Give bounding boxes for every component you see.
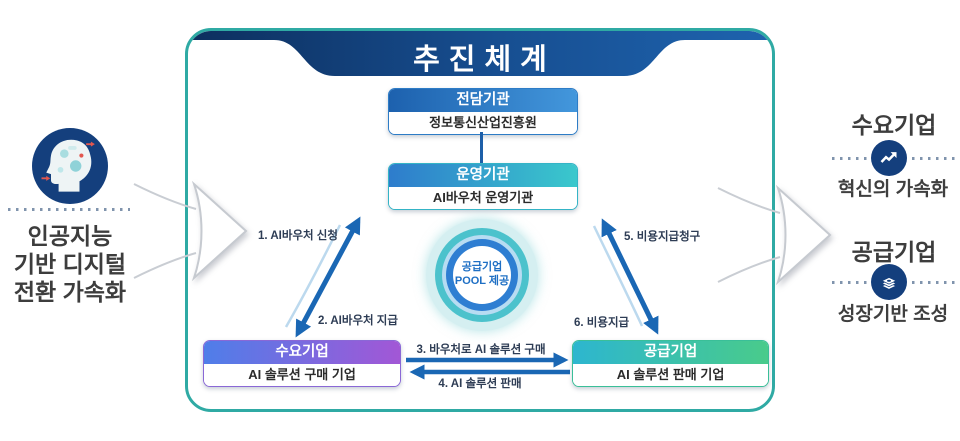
pool-badge-line2: POOL 제공: [454, 275, 510, 287]
pool-ring-light: 공급기업 POOL 제공: [442, 235, 522, 315]
outcome-supply-caption: 성장기반 조성: [837, 304, 949, 325]
panel-title: 추진체계: [413, 44, 556, 76]
pool-ring-teal: 공급기업 POOL 제공: [435, 228, 529, 322]
money-stack-icon: [871, 264, 907, 300]
outcome-demand-caption: 혁신의 가속화: [837, 179, 949, 200]
left-caption: 인공지능 기반 디지털 전환 가속화: [0, 222, 140, 306]
pool-ring-outer: 공급기업 POOL 제공: [426, 219, 538, 331]
outcome-demand-title: 수요기업: [851, 112, 937, 138]
pool-badge-line1: 공급기업: [461, 261, 503, 274]
pool-badge-label: 공급기업 POOL 제공: [453, 246, 511, 304]
demand-company-header: 수요기업: [204, 341, 400, 364]
flow-label-4: 4. AI 솔루션 판매: [438, 378, 522, 390]
left-caption-line2: 기반 디지털: [13, 251, 127, 278]
operating-org-body: AI바우처 운영기관: [389, 187, 577, 209]
big-arrow-right-icon: [717, 184, 832, 286]
operating-org-box: 운영기관 AI바우처 운영기관: [388, 163, 578, 210]
demand-company-box: 수요기업 AI 솔루션 구매 기업: [203, 340, 401, 387]
dedicated-org-box: 전담기관 정보통신산업진흥원: [388, 88, 578, 135]
supply-company-header: 공급기업: [573, 341, 768, 364]
payment-flow-arrow-right: [592, 218, 659, 335]
voucher-flow-arrow-left: [284, 216, 361, 338]
supply-company-body: AI 솔루션 판매 기업: [573, 364, 768, 386]
operating-org-header: 운영기관: [389, 164, 577, 187]
flow-label-6: 6. 비용지급: [574, 317, 630, 329]
promotion-system-panel: 추진체계 전담기관 정보통신산업진흥원 운영기관 AI바우처 운영기관 공급기업: [185, 28, 775, 412]
outcome-supply-title: 공급기업: [851, 239, 937, 265]
dedicated-org-header: 전담기관: [389, 89, 577, 112]
flow-label-5: 5. 비용지급청구: [624, 231, 701, 243]
dedicated-org-body: 정보통신산업진흥원: [389, 112, 577, 134]
big-arrow-left-icon: [133, 180, 248, 282]
demand-company-body: AI 솔루션 구매 기업: [204, 364, 400, 386]
dotted-divider-left: [8, 208, 130, 211]
org-connector-line: [480, 132, 483, 164]
ai-head-icon-art: [41, 139, 95, 192]
title-banner: [188, 31, 771, 76]
trend-up-icon: [871, 140, 907, 176]
solution-trade-arrows: [406, 352, 570, 380]
left-caption-line3: 전환 가속화: [13, 279, 127, 306]
flow-label-3: 3. 바우처로 AI 솔루션 구매: [416, 344, 546, 356]
flow-label-2: 2. AI바우처 지급: [318, 315, 398, 327]
supply-company-box: 공급기업 AI 솔루션 판매 기업: [572, 340, 769, 387]
pool-badge: 공급기업 POOL 제공: [426, 219, 538, 331]
left-caption-line1: 인공지능: [27, 223, 113, 249]
ai-head-icon: [32, 128, 108, 204]
flow-label-1: 1. AI바우처 신청: [258, 230, 338, 242]
pool-ring-blue: 공급기업 POOL 제공: [446, 239, 518, 311]
